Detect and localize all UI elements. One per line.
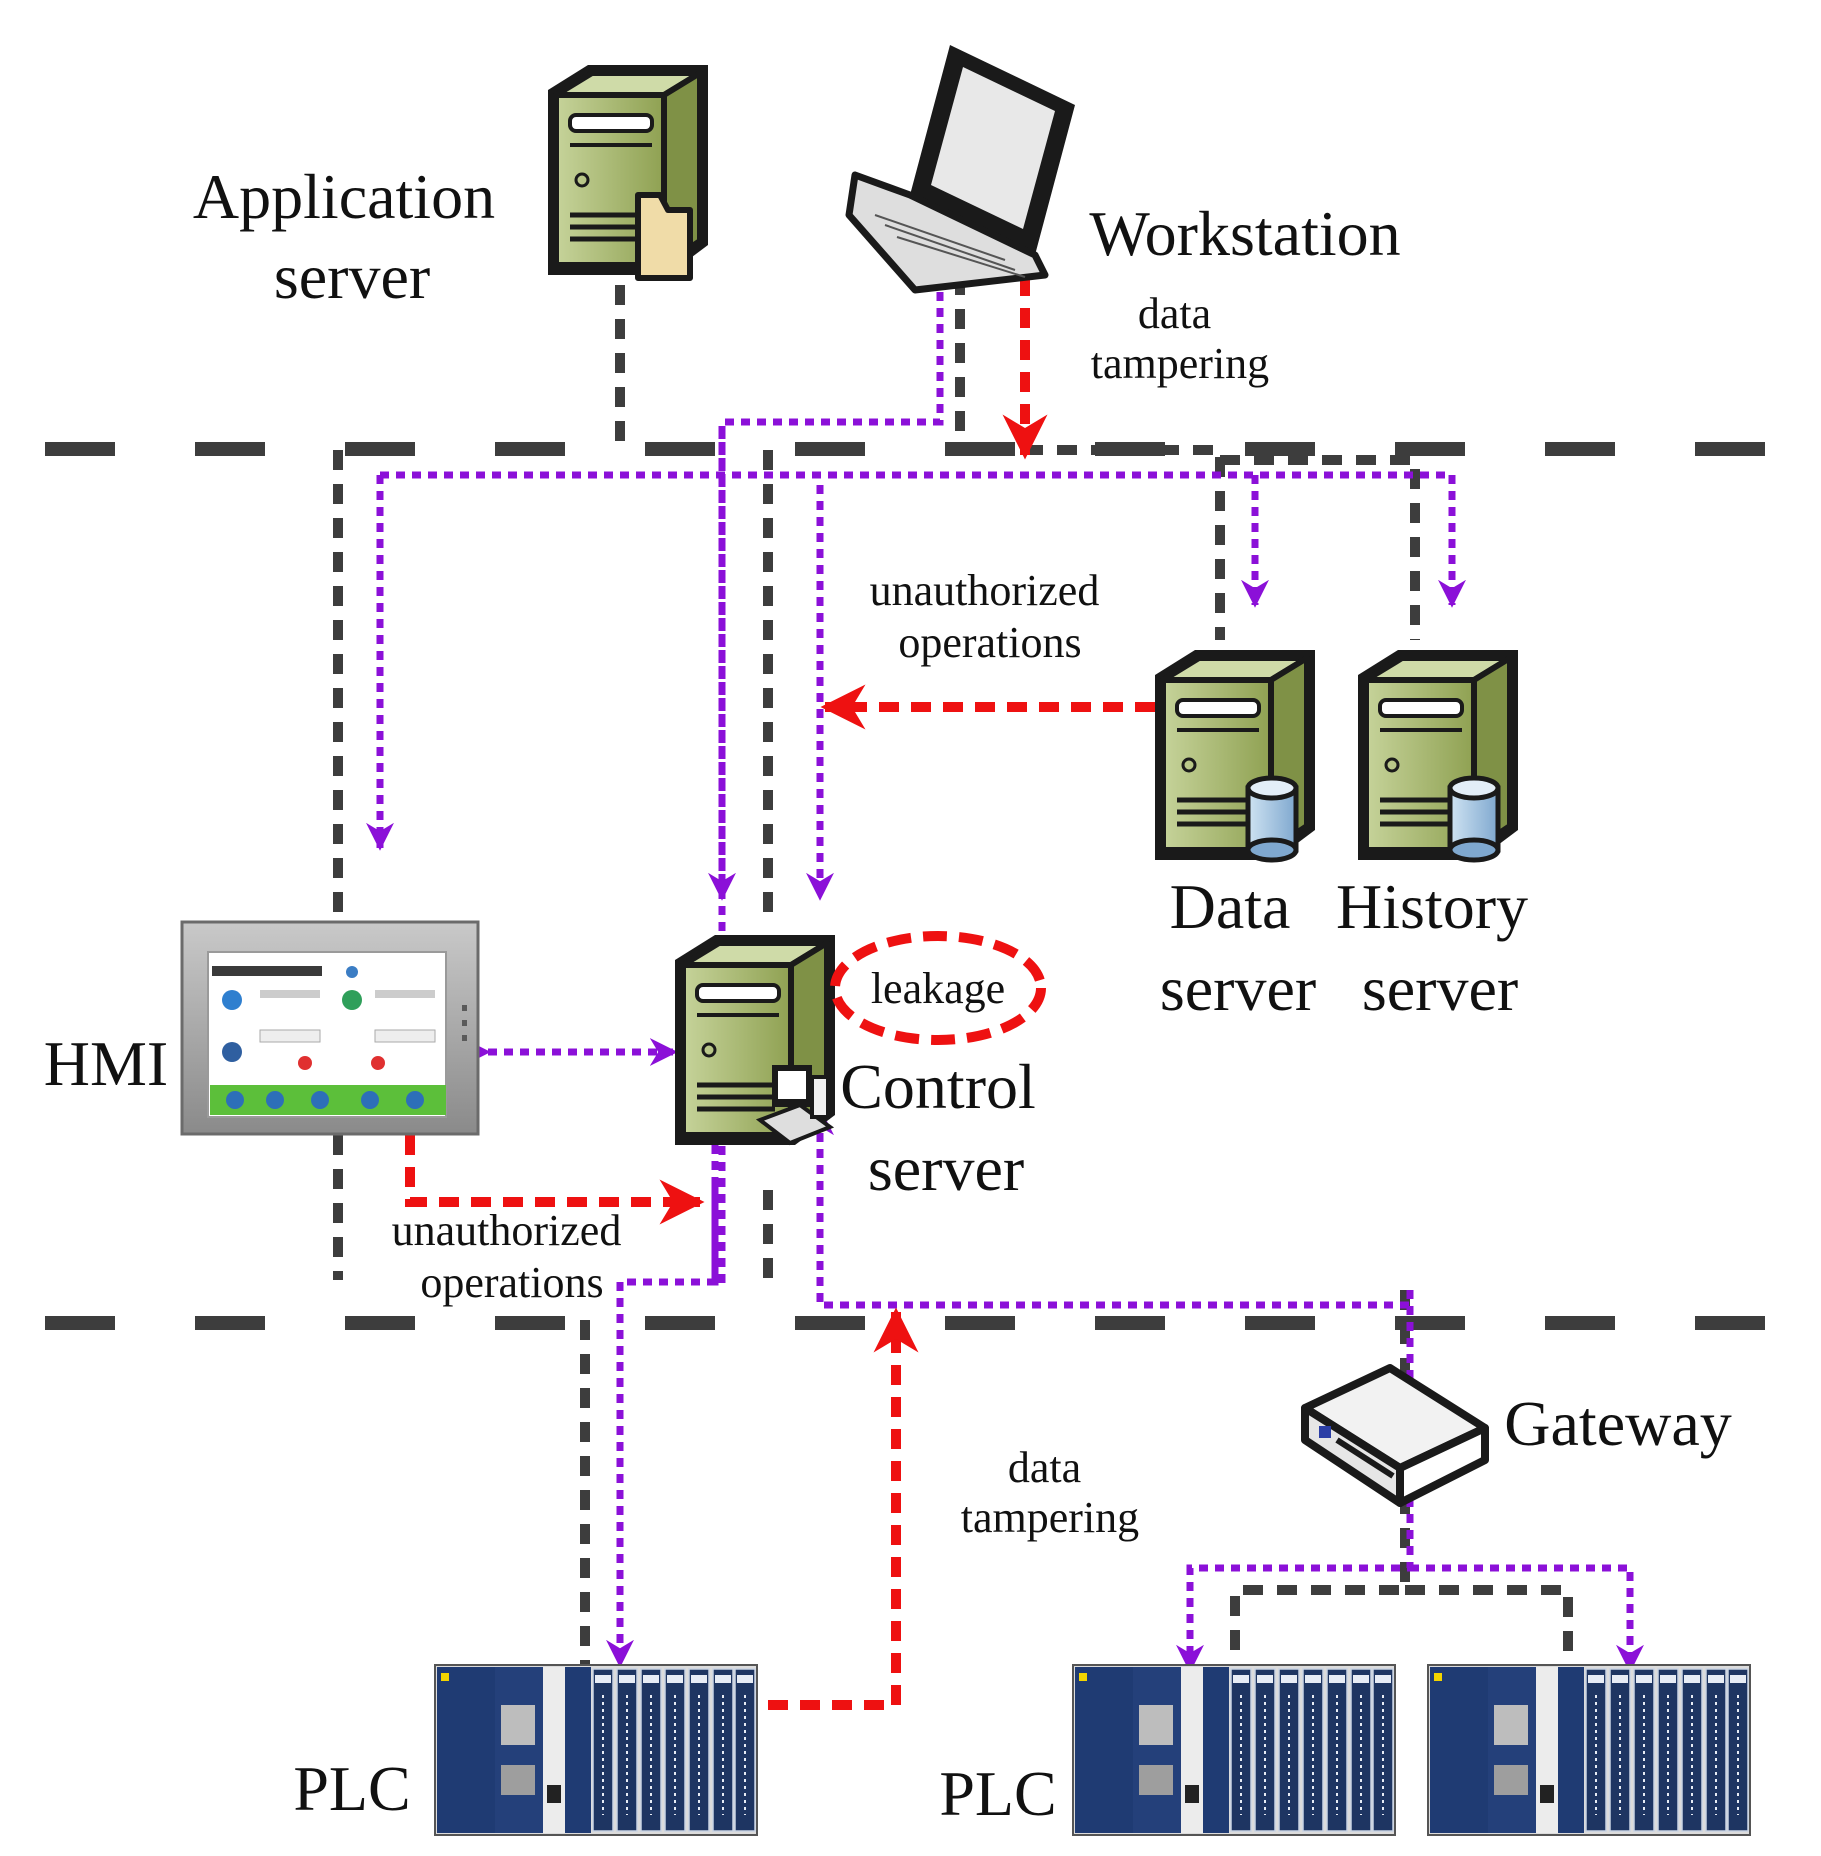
history-server [1358, 650, 1518, 860]
unauth-top-line-2: operations [898, 618, 1081, 667]
control-server-label-line-1: Control [840, 1051, 1036, 1122]
workstation-laptop [845, 45, 1075, 294]
plc-right-b [1427, 1664, 1751, 1836]
workstation-label: Workstation [1089, 198, 1400, 269]
data-server-label-line-2: server [1160, 953, 1316, 1024]
history-server-label-line-1: History [1336, 871, 1528, 942]
plc-right-label: PLC [939, 1758, 1056, 1829]
unauth-top-label: unauthorized operations [870, 566, 1111, 667]
data-server [1155, 650, 1315, 860]
tampering-top-line-1: data [1138, 289, 1211, 338]
control-flows [366, 242, 1644, 1673]
plc-left-label: PLC [293, 1753, 410, 1824]
control-server [675, 935, 835, 1145]
unauth-bottom-label: unauthorized operations [392, 1206, 633, 1307]
tampering-bottom-line-1: data [1008, 1443, 1081, 1492]
gateway-label: Gateway [1504, 1388, 1731, 1459]
tampering-bottom-line-2: tampering [961, 1493, 1139, 1542]
hmi-panel [180, 920, 480, 1136]
application-server-label-line-1: Application [193, 161, 495, 232]
plc-right-a [1072, 1664, 1396, 1836]
tampering-bottom-label: data tampering [961, 1443, 1139, 1542]
history-server-label: History server [1336, 871, 1544, 1024]
tampering-top-line-2: tampering [1091, 339, 1269, 388]
application-server [548, 65, 708, 281]
unauth-bottom-line-1: unauthorized [392, 1206, 622, 1255]
application-server-label: Application server [193, 161, 511, 312]
gateway [1301, 1364, 1489, 1507]
hmi-label: HMI [44, 1028, 168, 1099]
control-server-label: Control server [840, 1051, 1052, 1204]
leakage-label: leakage [871, 964, 1005, 1013]
leakage-ellipse [830, 931, 1046, 1045]
history-server-label-line-2: server [1362, 953, 1518, 1024]
control-server-label-line-2: server [868, 1133, 1024, 1204]
unauth-bottom-line-2: operations [420, 1258, 603, 1307]
data-server-label: Data server [1160, 871, 1316, 1024]
unauth-top-line-1: unauthorized [870, 566, 1100, 615]
plc-left [434, 1664, 758, 1836]
tampering-top-label: data tampering [1091, 289, 1269, 388]
application-server-label-line-2: server [274, 241, 430, 312]
data-server-label-line-1: Data [1170, 871, 1291, 942]
